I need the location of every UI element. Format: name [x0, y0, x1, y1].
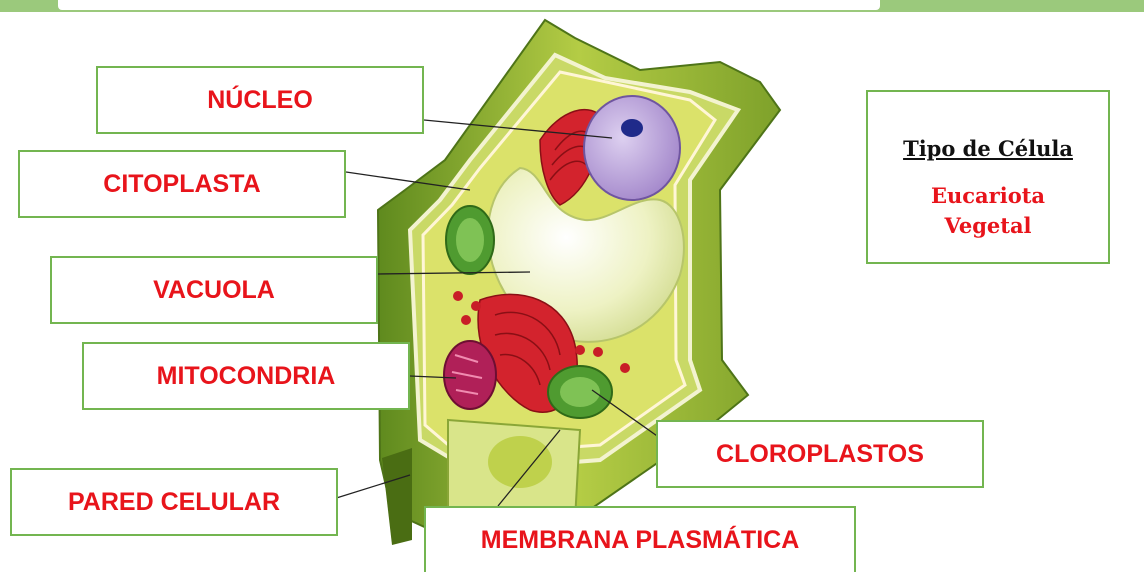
label-mitocondria: MITOCONDRIA — [82, 342, 410, 410]
label-pared-celular-text: PARED CELULAR — [68, 488, 280, 517]
label-citoplasta: CITOPLASTA — [18, 150, 346, 218]
label-nucleo-text: NÚCLEO — [207, 86, 313, 115]
nucleolus — [621, 119, 643, 137]
label-vacuola-text: VACUOLA — [153, 276, 275, 305]
cell-type-line1: Eucariota — [868, 181, 1108, 211]
label-nucleo: NÚCLEO — [96, 66, 424, 134]
wall-slab-left — [382, 448, 412, 545]
mitochondrion — [444, 341, 496, 409]
label-vacuola: VACUOLA — [50, 256, 378, 324]
label-membrana-plasmatica-text: MEMBRANA PLASMÁTICA — [481, 526, 800, 555]
chloroplast-1 — [446, 206, 494, 274]
label-cloroplastos-text: CLOROPLASTOS — [716, 440, 924, 469]
label-pared-celular: PARED CELULAR — [10, 468, 338, 536]
cell-type-title: Tipo de Célula — [868, 136, 1108, 161]
chloroplast-2 — [548, 366, 612, 418]
cell-type-box: Tipo de Célula Eucariota Vegetal — [866, 90, 1110, 264]
label-citoplasta-text: CITOPLASTA — [103, 170, 260, 199]
nucleus — [584, 96, 680, 200]
label-membrana-plasmatica: MEMBRANA PLASMÁTICA — [424, 506, 856, 572]
label-cloroplastos: CLOROPLASTOS — [656, 420, 984, 488]
cell-type-line2: Vegetal — [868, 211, 1108, 241]
label-mitocondria-text: MITOCONDRIA — [157, 362, 336, 391]
